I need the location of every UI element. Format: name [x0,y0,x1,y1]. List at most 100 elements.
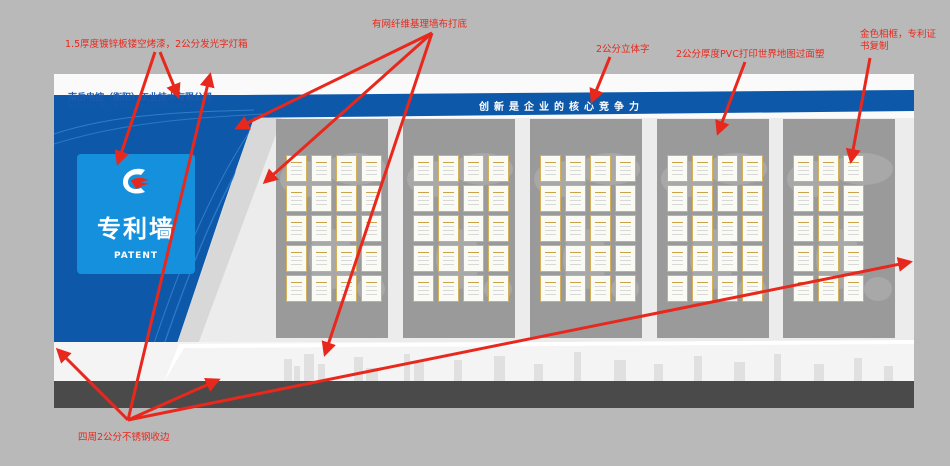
patent-certificate [818,275,839,302]
patent-certificate [742,275,763,302]
patent-certificate [361,155,382,182]
company-name: 南岳电控（衡阳）工业技术有限公司 [68,93,213,103]
slogan: 创新是企业的核心竞争力 [479,102,644,113]
empty-slot [868,215,889,242]
patent-certificate [793,245,814,272]
patent-certificate [540,185,561,212]
patent-certificate [540,275,561,302]
logo-title: 专利墙 [97,215,175,243]
certificate-panel [530,119,642,338]
certificate-panel [657,119,769,338]
patent-certificate [742,215,763,242]
patent-certificate [615,275,636,302]
patent-certificate [843,185,864,212]
certificate-grid [793,155,889,302]
patent-certificate [615,245,636,272]
patent-certificate [565,215,586,242]
patent-certificate [336,245,357,272]
patent-certificate [717,155,738,182]
patent-certificate [540,245,561,272]
patent-certificate [818,215,839,242]
patent-certificate [843,155,864,182]
certificate-panel [403,119,515,338]
patent-certificate [463,185,484,212]
patent-certificate [793,215,814,242]
patent-certificate [336,275,357,302]
patent-certificate [818,185,839,212]
patent-certificate [463,155,484,182]
patent-certificate [692,155,713,182]
empty-slot [868,275,889,302]
patent-certificate [488,155,509,182]
patent-certificate [717,215,738,242]
patent-certificate [438,155,459,182]
patent-certificate [667,245,688,272]
patent-certificate [286,245,307,272]
patent-certificate [667,185,688,212]
patent-certificate [565,245,586,272]
patent-wall: 南岳电控（衡阳）工业技术有限公司 NANYUE FUEL INJECTION S… [54,74,914,408]
patent-certificate [615,155,636,182]
certificate-grid [413,155,509,302]
patent-certificate [413,155,434,182]
patent-certificate [311,245,332,272]
patent-certificate [488,245,509,272]
patent-certificate [565,155,586,182]
patent-certificate [286,275,307,302]
patent-certificate [361,245,382,272]
patent-certificate [463,275,484,302]
patent-certificate [413,275,434,302]
annotation-steel-plate: 1.5厚度镀锌板镂空烤漆，2公分发光字灯箱 [65,39,248,50]
patent-certificate [413,185,434,212]
patent-certificate [311,275,332,302]
base-trim [54,381,914,408]
patent-certificate [361,275,382,302]
patent-certificate [667,155,688,182]
patent-certificate [488,185,509,212]
certificate-panel [783,119,895,338]
annotation-relief-text: 2公分立体字 [596,44,650,55]
patent-certificate [361,185,382,212]
patent-certificate [336,185,357,212]
patent-certificate [692,245,713,272]
patent-certificate [793,155,814,182]
patent-certificate [692,185,713,212]
patent-certificate [488,275,509,302]
patent-certificate [793,185,814,212]
patent-certificate [692,275,713,302]
patent-certificate [742,245,763,272]
empty-slot [868,245,889,272]
patent-certificate [361,215,382,242]
empty-slot [868,155,889,182]
patent-certificate [463,215,484,242]
patent-certificate [413,245,434,272]
patent-certificate [286,215,307,242]
patent-certificate [540,155,561,182]
patent-certificate [717,245,738,272]
patent-certificate [336,215,357,242]
patent-certificate [336,155,357,182]
patent-certificate [286,185,307,212]
patent-certificate [717,275,738,302]
patent-certificate [667,215,688,242]
patent-certificate [843,245,864,272]
certificate-grid [540,155,636,302]
patent-certificate [742,185,763,212]
patent-certificate [540,215,561,242]
patent-certificate [818,245,839,272]
patent-certificate [438,275,459,302]
patent-certificate [615,215,636,242]
patent-certificate [438,185,459,212]
certificate-grid [667,155,763,302]
patent-certificate [843,215,864,242]
company-logo-icon [123,168,149,194]
patent-certificate [590,215,611,242]
patent-certificate [590,245,611,272]
patent-certificate [488,215,509,242]
patent-certificate [565,185,586,212]
patent-certificate [793,275,814,302]
patent-certificate [413,215,434,242]
patent-certificate [311,185,332,212]
patent-certificate [286,155,307,182]
certificate-panel [276,119,388,338]
